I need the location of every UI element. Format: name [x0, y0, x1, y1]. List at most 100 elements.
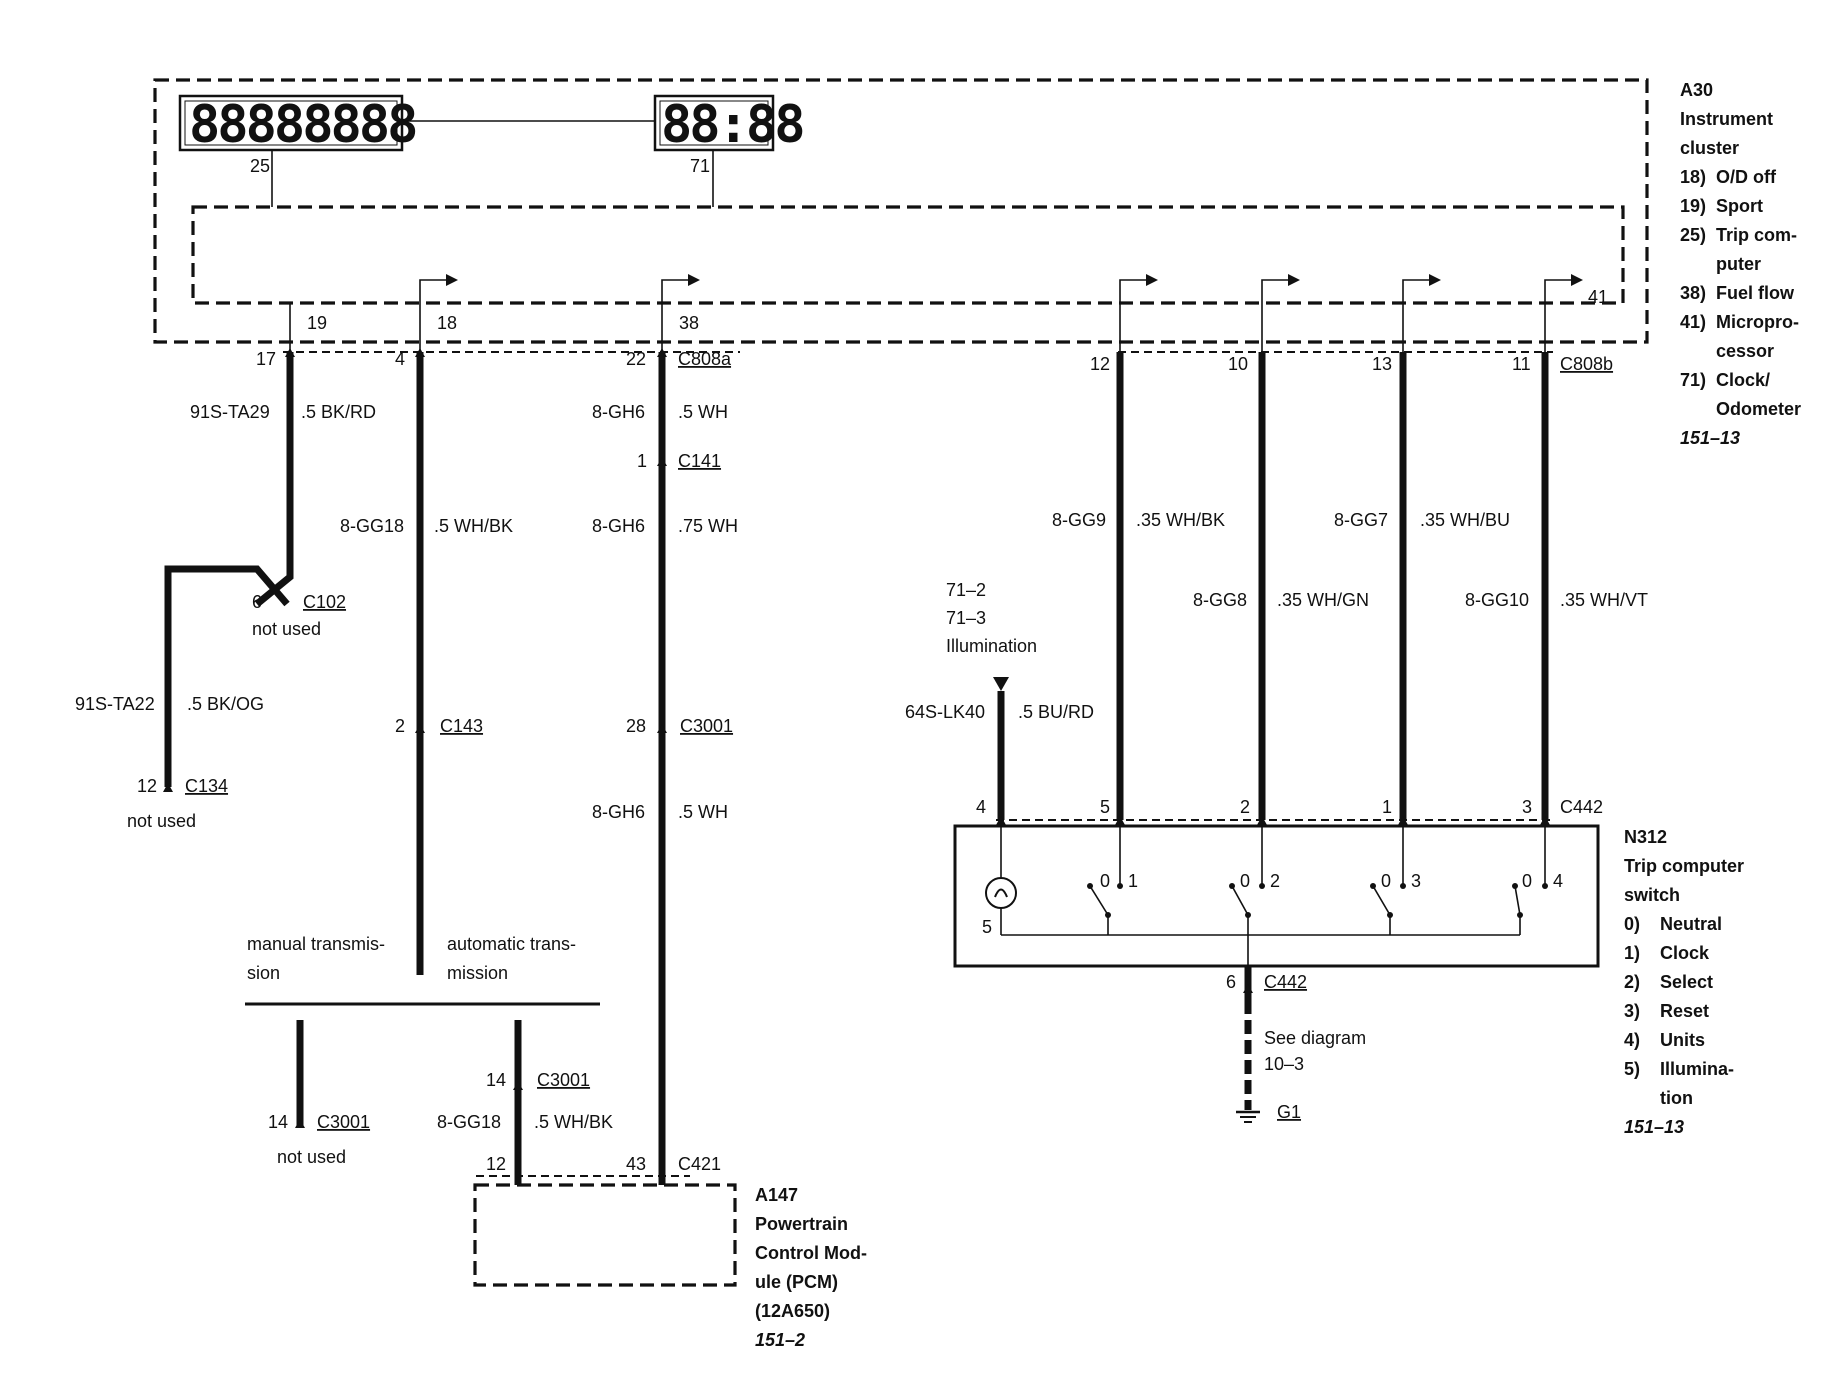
- pin-43: 43: [626, 1154, 646, 1174]
- a147-id: A147: [755, 1185, 798, 1205]
- connector-c102: C102: [303, 592, 346, 612]
- wire-spec-91s-ta22: .5 BK/OG: [187, 694, 264, 714]
- switch-1-zero: 0: [1100, 871, 1110, 891]
- wire-code-8-gh6-a: 8-GH6: [592, 402, 645, 422]
- n312-name-1: Trip computer: [1624, 856, 1744, 876]
- a30-pin-desc-71b: Odometer: [1716, 399, 1801, 419]
- switch-2-num: 2: [1270, 871, 1280, 891]
- connector-c3001-manual: C3001: [317, 1112, 370, 1132]
- flag-icon: [688, 274, 700, 286]
- connector-c442-bottom: C442: [1264, 972, 1307, 992]
- wire-spec-91s-ta29: .5 BK/RD: [301, 402, 376, 422]
- switch-3-zero: 0: [1381, 871, 1391, 891]
- n312-pos-num-4: 4): [1624, 1030, 1640, 1050]
- a30-pin-desc-18: O/D off: [1716, 167, 1777, 187]
- n312-pos-desc-5b: tion: [1660, 1088, 1693, 1108]
- a30-pin-num-19: 19): [1680, 196, 1706, 216]
- a30-pin-desc-71: Clock/: [1716, 370, 1770, 390]
- pin-17: 17: [256, 349, 276, 369]
- trip-display-digits: 88888888: [189, 95, 416, 155]
- ground-icon: [1236, 1110, 1260, 1123]
- wire-code-91s-ta22: 91S-TA22: [75, 694, 155, 714]
- pin-label-41: 41: [1588, 287, 1608, 307]
- n312-pos-desc-2: Select: [1660, 972, 1713, 992]
- wire-code-8-gg9: 8-GG9: [1052, 510, 1106, 530]
- pin-28: 28: [626, 716, 646, 736]
- connector-c141: C141: [678, 451, 721, 471]
- wire-spec-8-gg9: .35 WH/BK: [1136, 510, 1225, 530]
- flag-icon: [1288, 274, 1300, 286]
- flag-icon: [1571, 274, 1583, 286]
- automatic-transmission-1: automatic trans-: [447, 934, 576, 954]
- ground-g1: G1: [1277, 1102, 1301, 1122]
- wire-code-8-gh6-c: 8-GH6: [592, 802, 645, 822]
- a30-pin-desc-25b: puter: [1716, 254, 1761, 274]
- pin-14-c3001-auto: 14: [486, 1070, 506, 1090]
- pin-5-c442: 5: [1100, 797, 1110, 817]
- a147-outline: [473, 1183, 737, 1287]
- pin-4-c442: 4: [976, 797, 986, 817]
- switch-contact-2: 0 2: [1229, 820, 1280, 935]
- n312-pos-num-3: 3): [1624, 1001, 1640, 1021]
- wire-code-8-gh6-b: 8-GH6: [592, 516, 645, 536]
- switch-contact-1: 0 1: [1087, 820, 1138, 935]
- connector-c808b: C808b: [1560, 354, 1613, 374]
- pin-11-c808b: 11: [1512, 354, 1531, 374]
- wire-spec-64s-lk40: .5 BU/RD: [1018, 702, 1094, 722]
- a147-name-4: (12A650): [755, 1301, 830, 1321]
- switch-3-num: 3: [1411, 871, 1421, 891]
- a30-name-1: Instrument: [1680, 109, 1773, 129]
- pin-12-c134: 12: [137, 776, 157, 796]
- n312-pos-num-0: 0): [1624, 914, 1640, 934]
- pin-label-25: 25: [250, 156, 270, 176]
- switch-contact-4: 0 4: [1512, 820, 1563, 935]
- wire-spec-8-gh6-b: .75 WH: [678, 516, 738, 536]
- n312-pin-5: 5: [982, 917, 992, 937]
- a30-instrument-cluster: 88888888 88:88 25 71 19 18 38 41: [153, 78, 1649, 353]
- flag-icon: [446, 274, 458, 286]
- wire-spec-8-gh6-a: .5 WH: [678, 402, 728, 422]
- manual-transmission-2: sion: [247, 963, 280, 983]
- a30-pin-num-18: 18): [1680, 167, 1706, 187]
- pin-6-c442: 6: [1226, 972, 1236, 992]
- not-used-c3001: not used: [277, 1147, 346, 1167]
- connector-c143: C143: [440, 716, 483, 736]
- n312-pos-desc-1: Clock: [1660, 943, 1710, 963]
- pin-2-c442: 2: [1240, 797, 1250, 817]
- pin-1-c442: 1: [1382, 797, 1392, 817]
- a30-pin-num-71: 71): [1680, 370, 1706, 390]
- wire-code-8-gg7: 8-GG7: [1334, 510, 1388, 530]
- n312-pos-desc-4: Units: [1660, 1030, 1705, 1050]
- a30-pin-desc-25: Trip com-: [1716, 225, 1797, 245]
- pin-label-38: 38: [679, 313, 699, 333]
- n312-ref: 151–13: [1624, 1117, 1684, 1137]
- wire-spec-8-gg8: .35 WH/GN: [1277, 590, 1369, 610]
- n312-trip-computer-switch: 5 0 1 0 2 0: [953, 820, 1600, 1123]
- clock-display: [653, 94, 775, 152]
- pin-3-c442: 3: [1522, 797, 1532, 817]
- pin-2-c143: 2: [395, 716, 405, 736]
- a30-pin-num-41: 41): [1680, 312, 1706, 332]
- n312-pos-num-1: 1): [1624, 943, 1640, 963]
- see-diagram-2: 10–3: [1264, 1054, 1304, 1074]
- n312-pos-num-5: 5): [1624, 1059, 1640, 1079]
- trip-switch-wires: 12 10 13 11 C808b 8-GG9 .35 WH/BK 8-GG7 …: [905, 352, 1648, 821]
- n312-id: N312: [1624, 827, 1667, 847]
- switch-4-zero: 0: [1522, 871, 1532, 891]
- a30-pin-desc-41: Micropro-: [1716, 312, 1799, 332]
- wire-code-8-gg8: 8-GG8: [1193, 590, 1247, 610]
- n312-pos-num-2: 2): [1624, 972, 1640, 992]
- n312-pos-desc-0: Neutral: [1660, 914, 1722, 934]
- pin-12-pcm: 12: [486, 1154, 506, 1174]
- illumination-ref-2: 71–3: [946, 608, 986, 628]
- illumination-ref-1: 71–2: [946, 580, 986, 600]
- n312-pos-desc-3: Reset: [1660, 1001, 1709, 1021]
- wire-code-91s-ta29: 91S-TA29: [190, 402, 270, 422]
- wire-spec-8-gg7: .35 WH/BU: [1420, 510, 1510, 530]
- a30-pin-num-38: 38): [1680, 283, 1706, 303]
- connector-c442-top: C442: [1560, 797, 1603, 817]
- connector-c3001-fuel: C3001: [680, 716, 733, 736]
- a30-ref: 151–13: [1680, 428, 1740, 448]
- a30-pin-desc-38: Fuel flow: [1716, 283, 1795, 303]
